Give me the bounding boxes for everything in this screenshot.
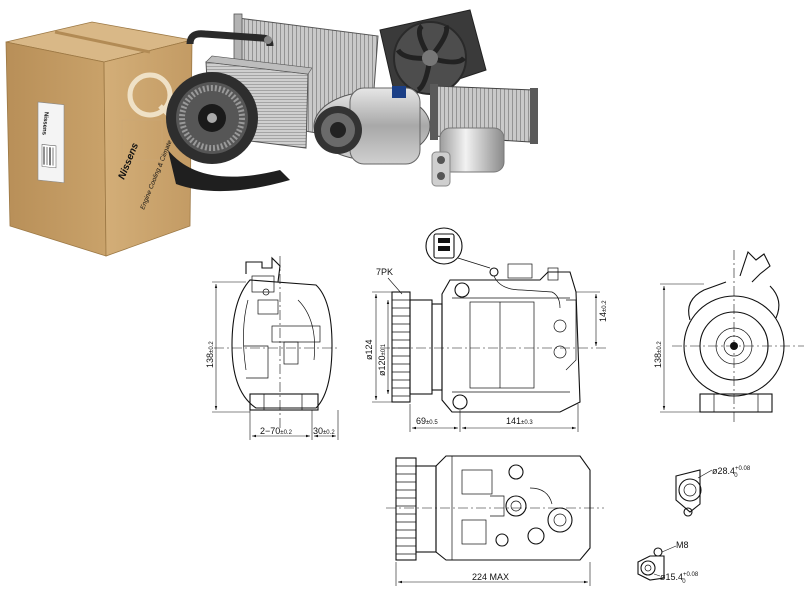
blower-motor-part <box>166 72 290 192</box>
drawing-front-view: 7PK ø124 ø120±0.1 14±0.2 69±0.5 141±0.3 <box>364 227 608 432</box>
dim-mount-offset: 69±0.5 <box>416 416 438 426</box>
dim-body-length: 141±0.3 <box>506 416 533 426</box>
dim-bottom-left-b: 30±0.2 <box>313 426 335 436</box>
radiator-fan-part <box>379 9 487 101</box>
dim-height-right: 138±0.2 <box>653 341 663 368</box>
box-emblem-icon <box>127 72 173 118</box>
dim-pulley-inner: ø120±0.1 <box>377 343 387 376</box>
compressor-photo-part <box>313 86 431 165</box>
drawing-side-view-left: 138±0.2 2−70±0.2 30±0.2 <box>205 256 340 440</box>
box-label: Nissens <box>37 101 65 184</box>
drawing-top-view: 224 MAX <box>386 455 604 586</box>
pulley-belt-label: 7PK <box>376 267 393 277</box>
dim-total-length: 224 MAX <box>472 572 509 582</box>
packaging-box: Nissens Nissens Engine Cooling & Climate <box>5 21 193 257</box>
dim-bottom-left-a: 2−70±0.2 <box>260 426 293 436</box>
dim-height-left: 138±0.2 <box>205 341 215 368</box>
product-photo: Nissens Nissens Engine Cooling & Climate <box>5 9 538 257</box>
dim-pulley-outer: ø124 <box>364 339 374 360</box>
drawing-side-view-right: 138±0.2 <box>653 250 804 422</box>
dim-thread: M8 <box>676 540 689 550</box>
label-logo-text: Nissens <box>40 112 48 136</box>
connector-detail-icon <box>425 227 491 269</box>
receiver-drier-part <box>431 127 505 187</box>
dim-vertical-offset: 14±0.2 <box>598 300 608 322</box>
